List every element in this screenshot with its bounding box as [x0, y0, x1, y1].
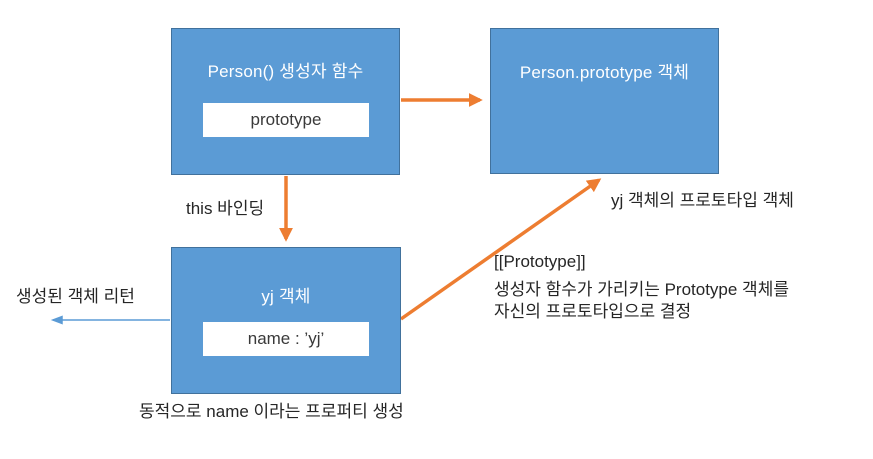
instance-object-box: yj 객체 name : ’yj’	[171, 247, 401, 394]
prototype-property-field: prototype	[203, 103, 369, 137]
constructor-function-box: Person() 생성자 함수 prototype	[171, 28, 400, 175]
name-property-field: name : ’yj’	[203, 322, 369, 356]
prototype-of-yj-label: yj 객체의 프로토타입 객체	[611, 191, 794, 210]
dynamic-property-label: 동적으로 name 이라는 프로퍼티 생성	[139, 402, 404, 421]
return-object-label: 생성된 객체 리턴	[16, 287, 135, 306]
constructor-box-title: Person() 생성자 함수	[207, 62, 364, 81]
prototype-description-label: 생성자 함수가 가리키는 Prototype 객체를 자신의 프로토타입으로 결…	[494, 279, 789, 323]
instance-box-title: yj 객체	[261, 287, 311, 306]
prototype-slot-label: [[Prototype]]	[494, 252, 586, 271]
prototype-description-line1: 생성자 함수가 가리키는 Prototype 객체를	[494, 280, 789, 299]
prototype-description-line2: 자신의 프로토타입으로 결정	[494, 302, 692, 321]
prototype-box-title: Person.prototype 객체	[519, 63, 690, 82]
this-binding-label: this 바인딩	[186, 199, 265, 218]
prototype-object-box: Person.prototype 객체	[490, 28, 719, 174]
